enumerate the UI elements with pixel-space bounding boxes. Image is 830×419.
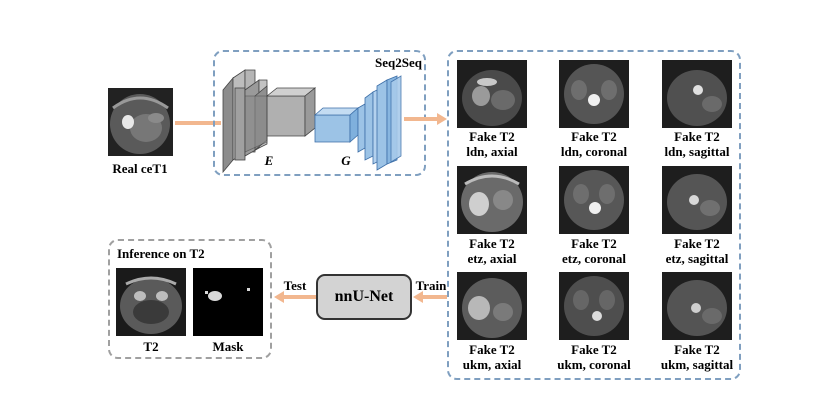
real-cet1-label: Real ceT1	[112, 161, 168, 176]
mask-image	[193, 268, 263, 336]
fake-images-box	[447, 50, 741, 380]
arrow-seq2seq-to-fakes	[404, 117, 440, 121]
seq2seq-title: Seq2Seq	[375, 55, 422, 70]
arrow-test	[282, 295, 316, 299]
fake-t2-image-ldn-sagittal	[662, 60, 732, 128]
encoder-label: E	[264, 153, 274, 168]
real-cet1-image	[108, 88, 173, 156]
fake-t2-image-ukm-sagittal	[662, 272, 732, 340]
generator-blocks	[313, 75, 402, 171]
t2-label: T2	[143, 339, 159, 354]
t2-image	[116, 268, 186, 336]
fake-t2-image-ldn-axial	[457, 60, 527, 128]
arrow-input-to-seq2seq	[175, 121, 221, 125]
arrow-train	[420, 295, 447, 299]
arrow-head-fakes	[437, 113, 447, 125]
seq2seq-box	[213, 50, 426, 176]
train-label: Train	[415, 278, 447, 293]
mask-label: Mask	[212, 339, 244, 354]
fake-t2-image-ukm-coronal	[559, 272, 629, 340]
inference-title: Inference on T2	[117, 246, 205, 261]
test-label: Test	[283, 278, 307, 293]
inference-box	[108, 239, 272, 359]
arrow-head-train	[413, 291, 423, 303]
fake-t2-image-etz-coronal	[559, 166, 629, 234]
encoder-blocks	[222, 69, 317, 174]
fake-t2-image-ukm-axial	[457, 272, 527, 340]
generator-label: G	[341, 153, 351, 168]
fake-t2-image-ldn-coronal	[559, 60, 629, 128]
nnunet-box: nnU-Net	[316, 274, 412, 320]
fake-t2-image-etz-axial	[457, 166, 527, 234]
arrow-head-test	[274, 291, 284, 303]
fake-t2-image-etz-sagittal	[662, 166, 732, 234]
seq2seq-network	[222, 69, 402, 174]
